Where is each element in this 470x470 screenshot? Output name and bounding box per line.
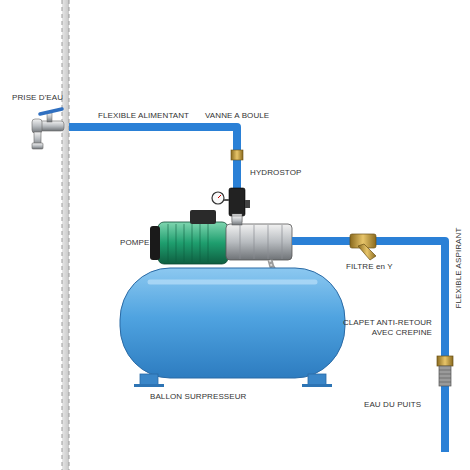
part-label: VANNE A BOULE [205,111,269,121]
part-label: FILTRE en Y [346,262,393,272]
part-label: FLEXIBLE ASPIRANT [454,228,464,309]
part-label: HYDROSTOP [250,168,301,178]
part-label: EAU DU PUITS [364,400,421,410]
part-label: BALLON SURPRESSEUR [150,392,247,402]
part-label: PRISE D'EAU [12,93,63,103]
part-label: POMPE [120,238,149,248]
part-label: CLAPET ANTI-RETOUR AVEC CREPINE [332,318,432,338]
part-label: FLEXIBLE ALIMENTANT [98,111,189,121]
